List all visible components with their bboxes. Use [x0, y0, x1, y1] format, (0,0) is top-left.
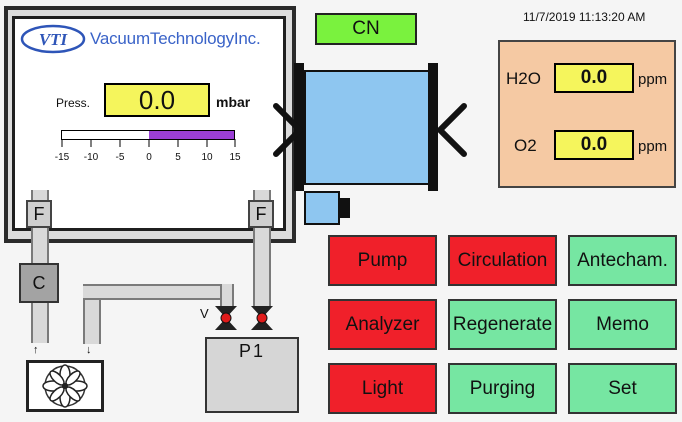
o2-unit: ppm [638, 138, 668, 155]
vacuum-pump-p1 [205, 337, 299, 413]
analyzer-button[interactable]: Analyzer [328, 299, 437, 350]
antechamber-button[interactable]: Antecham. [568, 235, 677, 286]
pipe-segment [31, 190, 49, 202]
pressure-scale-ticks [61, 139, 236, 147]
door-handle-left-icon [273, 103, 303, 157]
pipe-segment [253, 228, 271, 308]
valve-right-icon [251, 306, 273, 330]
scale-tick-label: 5 [175, 152, 181, 163]
logo-mark-text: VTI [39, 30, 69, 49]
motor-cap [340, 198, 350, 218]
pipe-segment [220, 284, 234, 308]
purging-button[interactable]: Purging [448, 363, 557, 414]
scale-tick-label: -10 [83, 152, 99, 163]
filter-right: F [248, 200, 274, 228]
datetime: 11/7/2019 11:13:20 AM [523, 10, 646, 24]
flow-up-arrow-icon: ↑ [33, 344, 39, 356]
pump-p1-label: P1 [238, 341, 266, 361]
pressure-unit: mbar [216, 94, 251, 110]
memo-button[interactable]: Memo [568, 299, 677, 350]
pipe-segment [31, 303, 49, 343]
antechamber-body [304, 70, 432, 185]
scale-tick-label: 10 [201, 152, 213, 163]
scale-tick-label: -15 [54, 152, 70, 163]
condenser-unit: C [19, 263, 59, 303]
pipe-segment [31, 228, 49, 263]
filter-left: F [26, 200, 52, 228]
antechamber-motor [304, 191, 340, 225]
h2o-unit: ppm [638, 71, 668, 88]
h2o-label: H2O [506, 69, 541, 88]
fan-icon [42, 364, 88, 408]
pump-button[interactable]: Pump [328, 235, 437, 286]
valve-label: V [200, 306, 209, 321]
pipe-segment [83, 284, 233, 300]
o2-value: 0.0 [554, 130, 634, 160]
valve-icons [215, 306, 273, 330]
regenerate-button[interactable]: Regenerate [448, 299, 557, 350]
pipe-segment [253, 190, 271, 202]
gas-analyzer-panel [498, 40, 676, 188]
set-button[interactable]: Set [568, 363, 677, 414]
antechamber-outer-door [428, 63, 438, 191]
pressure-label: Press. [56, 96, 91, 110]
circulation-button[interactable]: Circulation [448, 235, 557, 286]
scale-tick-label: -5 [115, 152, 125, 163]
pressure-bar-fill [149, 131, 234, 139]
vti-logo-icon: VTI [20, 24, 86, 54]
scale-tick-label: 15 [229, 152, 241, 163]
company-logo: VTI VacuumTechnologyInc. [20, 22, 261, 56]
door-handle-right-icon [438, 103, 467, 157]
h2o-value: 0.0 [554, 63, 634, 93]
o2-label: O2 [514, 136, 537, 155]
status-cn-button[interactable]: CN [315, 13, 417, 45]
logo-text: VacuumTechnologyInc. [90, 29, 261, 48]
pressure-bar-track [61, 130, 235, 140]
valve-left-icon [215, 306, 237, 330]
scale-tick-label: 0 [146, 152, 152, 163]
light-button[interactable]: Light [328, 363, 437, 414]
circulation-fan [26, 360, 104, 412]
flow-down-arrow-icon: ↓ [86, 344, 92, 356]
pressure-value: 0.0 [104, 83, 210, 117]
